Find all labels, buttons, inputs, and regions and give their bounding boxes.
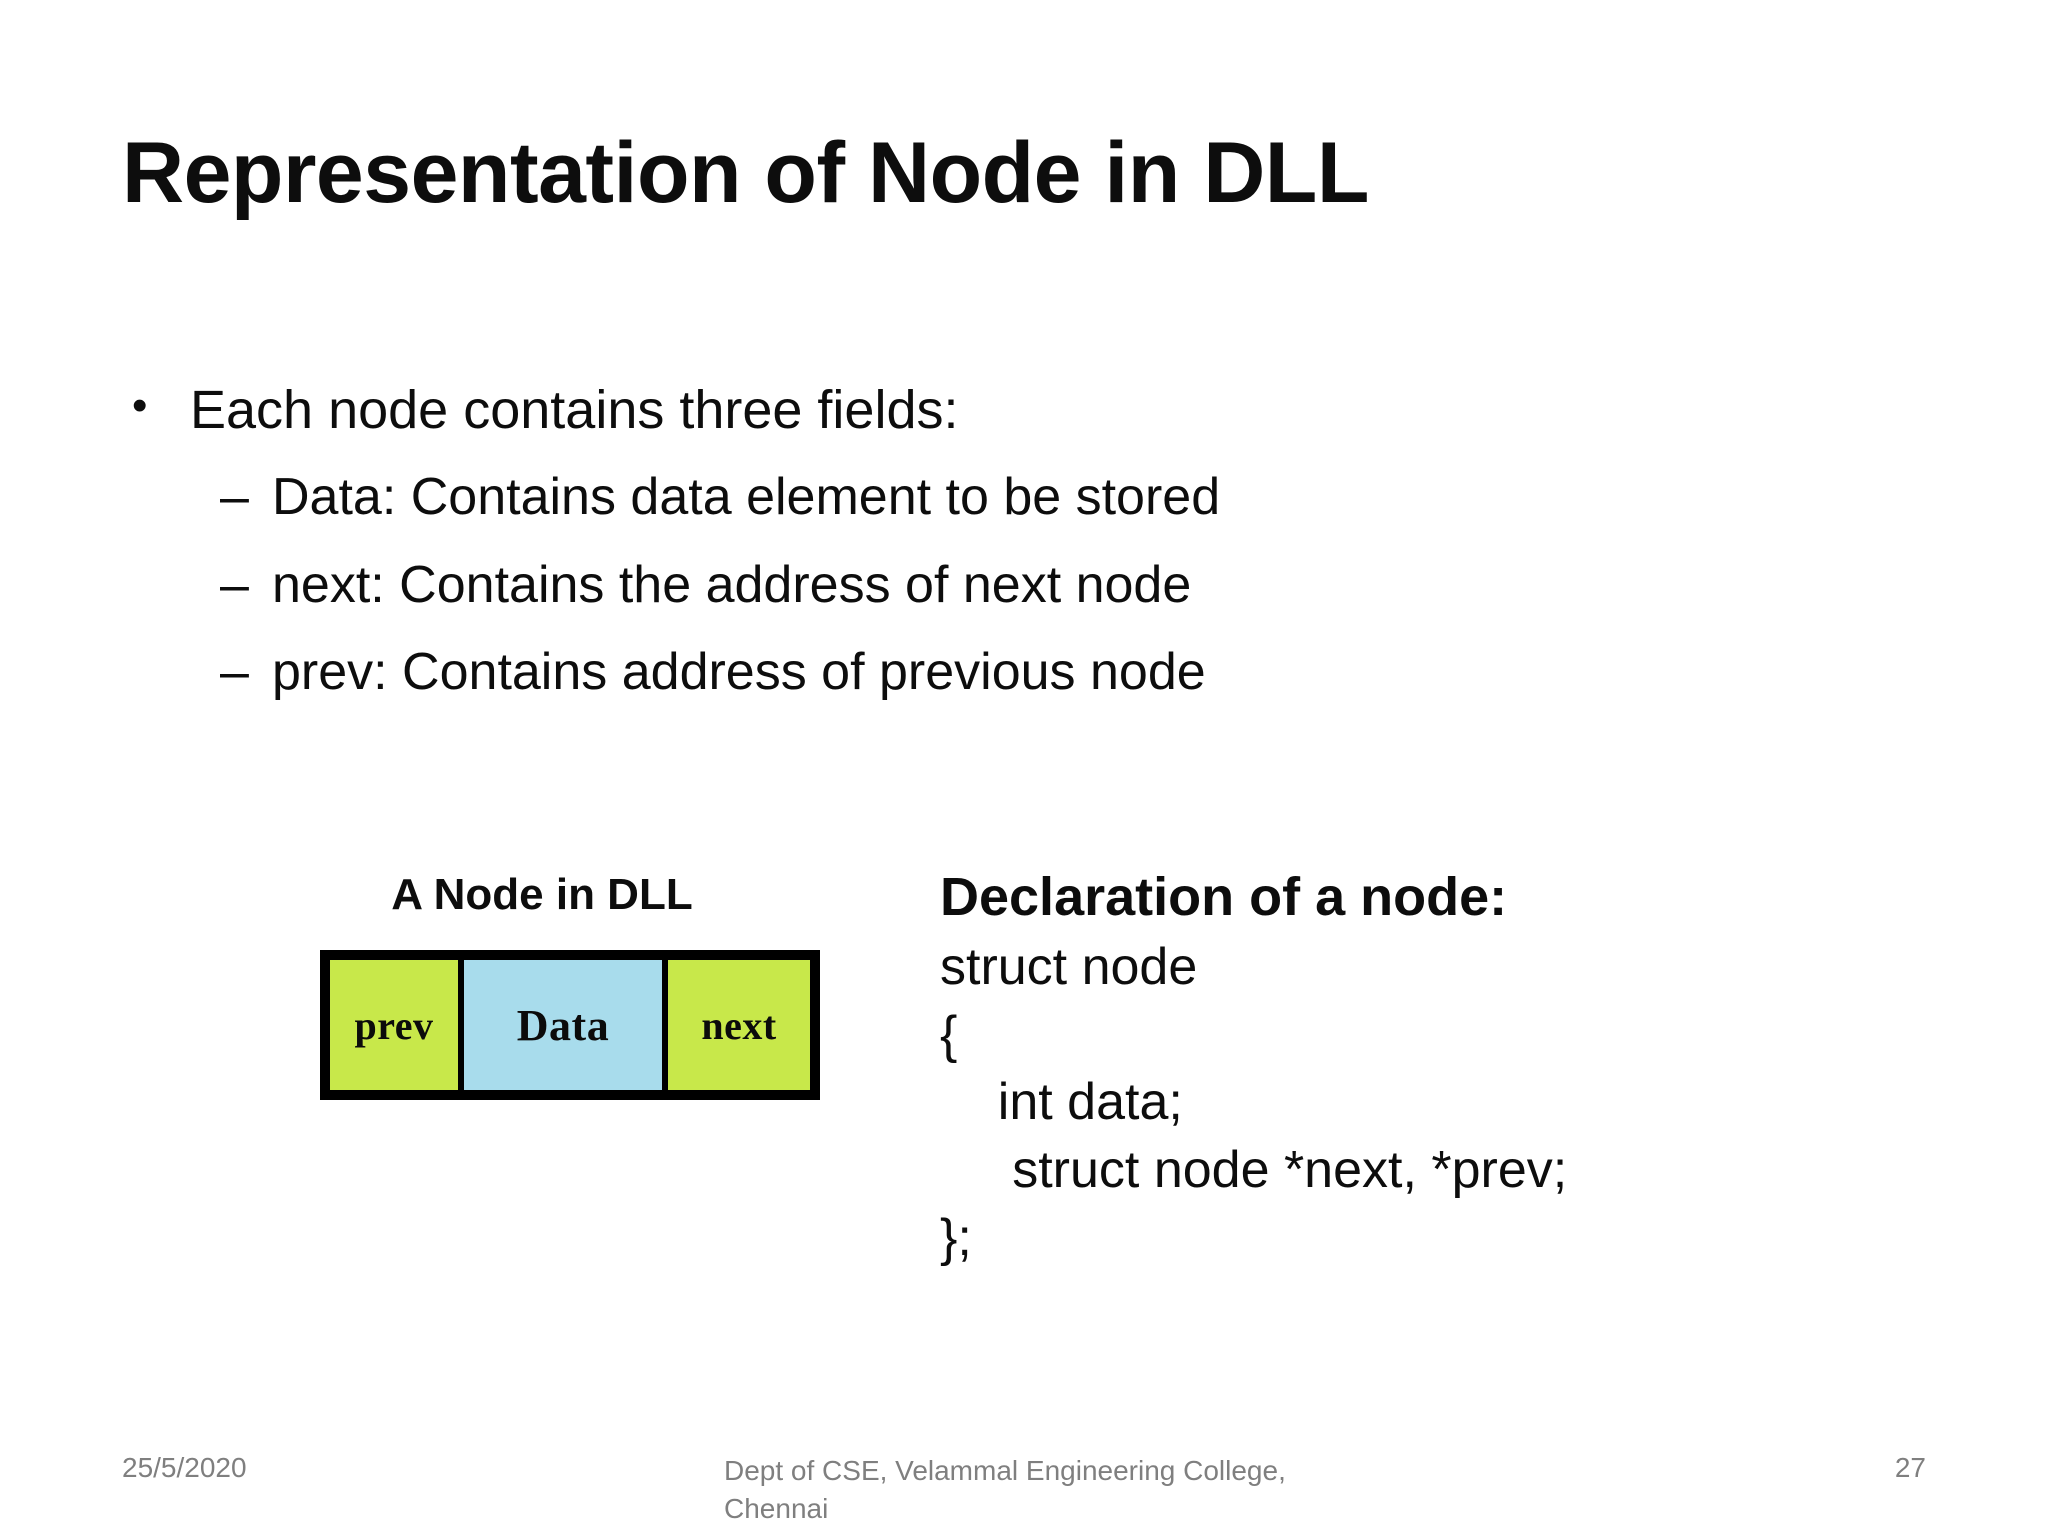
footer-date: 25/5/2020: [122, 1452, 247, 1483]
sub-bullet-label-data: Data: Contains data element to be stored: [272, 468, 1221, 527]
body-content: • Each node contains three fields: – Dat…: [110, 380, 1960, 702]
code-line-open-brace: {: [940, 1005, 958, 1064]
node-cell-data: Data: [464, 960, 662, 1090]
slide-footer: 25/5/2020 Dept of CSE, Velammal Engineer…: [0, 1452, 2048, 1536]
sub-bullet-label-next: next: Contains the address of next node: [272, 555, 1192, 614]
footer-organization: Dept of CSE, Velammal Engineering Colleg…: [724, 1455, 1286, 1524]
bullet-item-primary: • Each node contains three fields:: [110, 380, 1960, 440]
bullet-label: Each node contains three fields:: [190, 380, 959, 440]
dash-marker-icon: –: [220, 468, 249, 527]
dash-marker-icon: –: [220, 555, 249, 614]
code-line-struct-node: struct node: [940, 938, 1198, 997]
dash-marker-icon: –: [220, 643, 249, 701]
sub-bullet-item-prev: – prev: Contains address of previous nod…: [110, 643, 1960, 702]
sub-bullet-item-next: – next: Contains the address of next nod…: [110, 556, 1960, 615]
page-title: Representation of Node in DLL: [122, 125, 1369, 221]
code-line-pointers: struct node *next, *prev;: [940, 1140, 1568, 1199]
declaration-heading: Declaration of a node:: [940, 867, 1508, 927]
sub-bullet-label-prev: prev: Contains address of previous node: [272, 643, 1206, 701]
declaration-block: Declaration of a node: struct node { int…: [940, 862, 1940, 1272]
bullet-marker-icon: •: [132, 381, 148, 430]
diagram-caption: A Node in DLL: [391, 870, 693, 919]
node-cell-prev: prev: [330, 960, 458, 1090]
footer-page-number: 27: [1894, 1452, 1926, 1483]
sub-bullet-item-data: – Data: Contains data element to be stor…: [110, 468, 1960, 527]
code-line-int-data: int data;: [940, 1073, 1183, 1132]
code-line-close-brace: };: [940, 1208, 972, 1267]
node-cell-next: next: [668, 960, 810, 1090]
node-diagram-block: A Node in DLL prev Data next: [300, 870, 880, 1100]
node-figure: prev Data next: [320, 950, 820, 1100]
